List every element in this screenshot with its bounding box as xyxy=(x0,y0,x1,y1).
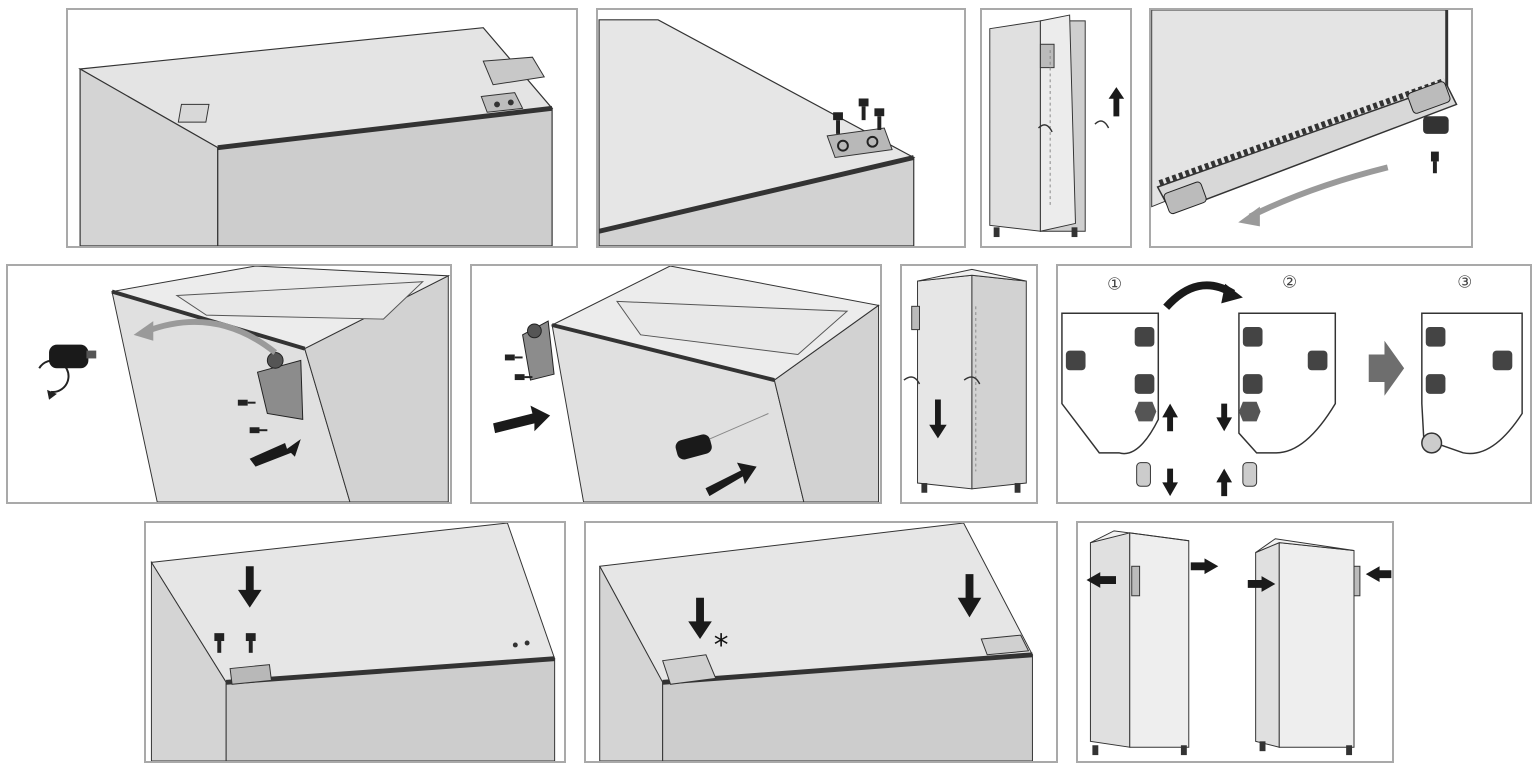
down-arrow-icon xyxy=(957,574,982,618)
screw-icon xyxy=(514,374,533,381)
hinge-pin-icon xyxy=(1065,326,1155,394)
panel-fit-bottom-hinge xyxy=(470,264,882,504)
down-arrow-icon xyxy=(1216,403,1233,432)
screw-icon xyxy=(214,633,225,653)
screw-icon xyxy=(504,354,523,361)
note-marker: * xyxy=(714,628,729,662)
move-arrow-icon xyxy=(249,439,301,467)
hinge-bracket-icon xyxy=(256,352,304,420)
illustration-lift-door xyxy=(989,14,1125,238)
panel-replace-top-covers: * xyxy=(584,521,1058,763)
screw-icon xyxy=(874,108,885,130)
down-arrow-icon xyxy=(688,597,712,640)
pin-icon xyxy=(1421,432,1443,454)
move-arrow-right-icon xyxy=(1247,576,1276,592)
hinge-pin-icon xyxy=(1242,326,1328,394)
hinge-pin-icon xyxy=(1238,401,1261,422)
move-arrow-right-icon xyxy=(705,462,757,497)
illustration-fit-bottom-hinge xyxy=(493,266,880,502)
illustration-fit-top-hinge xyxy=(150,523,556,761)
up-arrow-icon xyxy=(1162,403,1178,432)
screw-icon xyxy=(249,427,268,434)
panel-remove-top-cover xyxy=(66,8,578,248)
screw-icon xyxy=(833,112,843,134)
hinge-pin-icon xyxy=(1134,401,1157,422)
illustration-top-cover-removal xyxy=(78,27,554,246)
panel-bottom-hinge-pin xyxy=(1149,8,1473,248)
step-marker-1: ① xyxy=(1107,274,1122,294)
illustration-swap-handle xyxy=(1086,530,1392,756)
screw-icon xyxy=(237,399,256,406)
down-arrow-icon xyxy=(929,399,947,439)
illustration-unscrew-hinge xyxy=(598,19,916,246)
screw-icon xyxy=(858,98,869,121)
next-step-arrow-icon xyxy=(1368,340,1405,396)
hinge-pin-icon xyxy=(1425,326,1513,394)
move-arrow-right-icon xyxy=(1190,558,1219,575)
panel-unscrew-top-hinge xyxy=(596,8,966,248)
flip-arrow-icon xyxy=(1163,281,1243,310)
hinge-cover-icon xyxy=(675,413,769,460)
pin-icon xyxy=(1430,151,1439,174)
panel-reverse-hinge-plate: ① ② ③ xyxy=(1056,264,1532,504)
screw-icon xyxy=(245,633,256,653)
panel-fit-top-hinge xyxy=(144,521,566,763)
hinge-bracket-icon xyxy=(522,320,555,381)
down-arrow-icon xyxy=(1162,468,1178,497)
panel-lower-door xyxy=(900,264,1038,504)
step-marker-3: ③ xyxy=(1457,272,1472,292)
hint-arrow-left-icon xyxy=(1238,164,1389,227)
up-arrow-icon xyxy=(1108,87,1125,117)
pin-icon xyxy=(1242,462,1258,487)
move-arrow-left-icon xyxy=(1365,566,1392,583)
rotate-arrow-icon xyxy=(38,359,70,400)
pin-icon xyxy=(1136,462,1151,487)
illustration-bottom-hinge xyxy=(1151,10,1458,227)
move-arrow-right-icon xyxy=(493,405,551,434)
illustration-replace-top-covers: * xyxy=(598,523,1034,761)
illustration-swap-hinge-cover xyxy=(38,266,450,502)
illustration-reverse-hinge-plate: ① ② ③ xyxy=(1061,272,1523,497)
panel-swap-handle xyxy=(1076,521,1394,763)
illustration-lower-door xyxy=(903,268,1027,493)
up-arrow-icon xyxy=(1216,468,1233,497)
panel-swap-hinge-cover xyxy=(6,264,452,504)
panel-lift-door xyxy=(980,8,1132,248)
hinge-cover-icon xyxy=(49,344,97,369)
step-marker-2: ② xyxy=(1282,272,1297,292)
down-arrow-icon xyxy=(237,566,262,608)
